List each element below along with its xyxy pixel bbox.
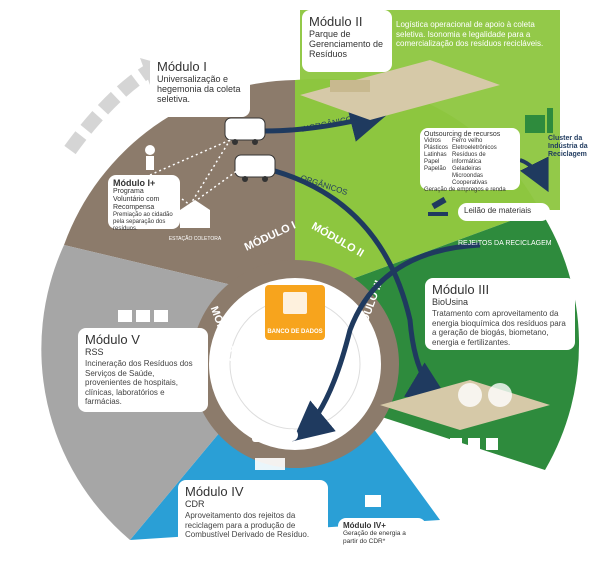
energy-list: Energia elétrica Energia térmica Adubo C… [435,455,515,487]
module-3-box: Módulo III BioUsina Tratamento com aprov… [425,278,575,350]
outsourcing-col-1: Vidros Plásticos Latinhas Papel Papelão [424,138,448,187]
outsourcing-item: Latinhas [424,152,447,158]
cdr-energy-plant-icon [365,495,381,507]
energy-item: Energia térmica [435,463,485,470]
cdr-truck-icon [252,428,298,442]
waste-park-icon [300,60,500,120]
module-4-title: Módulo IV [185,484,244,499]
energy-icons [432,438,498,450]
module-4-box: Módulo IV CDR Aproveitamento dos rejeito… [178,480,328,545]
module-5-box: Módulo V RSS Incineração dos Resíduos do… [78,328,208,412]
outsourcing-item: Resíduos de informática [452,152,486,165]
module-3-desc: Tratamento com aproveitamento da energia… [432,309,566,347]
biousina-plant-icon [380,380,550,430]
outsourcing-col-2: Ferro velho Eletroeletrônicos Resíduos d… [452,138,516,187]
gray-curved-arrow [64,64,154,155]
collection-station-icon [180,200,210,228]
person-recycling-icon [145,145,155,170]
module-1-box: Módulo I Universalização e hegemonia da … [150,55,250,117]
outsourcing-item: Papelão [424,166,447,172]
truck-inorganic-icon [224,117,266,145]
rejects-flow-arrow [292,242,481,442]
module-4plus-box: Módulo IV+ Geração de energia a partir d… [338,518,426,560]
module-1-title: Módulo I [157,59,207,74]
gavel-icon [428,196,448,216]
module-4-subtitle: CDR [185,499,205,509]
module-3-title: Módulo III [432,282,490,297]
outsourcing-item: Ferro velho [452,138,483,144]
cluster-flow-arrow [519,156,549,193]
module-3-subtitle: BioUsina [432,297,469,307]
cluster-label: Cluster da Indústria da Reciclagem [548,135,588,158]
module-2-title: Módulo II [309,14,363,29]
module-1plus-title: Módulo I+ [113,178,156,188]
module-5-desc: Incineração dos Resíduos dos Serviços de… [85,359,193,406]
module-4plus-title: Módulo IV+ [343,521,386,530]
module-4-desc: Aproveitamento dos rejeitos da reciclage… [185,511,310,539]
outsourcing-item: Cooperativas [452,180,488,186]
outsourcing-item: Geladeiras [452,166,482,172]
outsourcing-item: Papel [424,159,440,165]
organic-flow-arrow [249,162,449,401]
module-2-note: Logística operacional de apoio à coleta … [396,20,544,48]
rejects-label: REJEITOS DA RECICLAGEM [458,240,552,247]
module-1plus-box: Módulo I+ Programa Voluntário com Recomp… [108,175,180,232]
module-1plus-desc: Premiação ao cidadão pela separação dos … [113,212,173,232]
module-2-subtitle: Parque de Gerenciamento de Resíduos [309,29,384,59]
factory-cluster-icon [525,108,553,133]
outsourcing-item: Vidros [424,138,441,144]
database-icon [283,292,307,314]
outsourcing-item: Eletroeletrônicos [452,145,497,151]
energy-item: Energia elétrica [435,455,484,462]
outsourcing-box: Outsourcing de recursos Vidros Plásticos… [420,128,520,193]
database-label: BANCO DE DADOS [267,329,322,335]
outsourcing-footer: Geração de empregos e renda [424,187,506,193]
station-label: ESTAÇÃO COLETORA [169,235,222,242]
rss-icons [118,310,168,322]
cdr-factory-icon [255,458,285,470]
energy-item: Adubo [435,471,456,478]
outsourcing-item: Microondas [452,173,484,179]
leilao-label: Leilão de materiais [464,206,532,215]
leilao-box: Leilão de materiais [458,203,550,221]
truck-organic-icon [234,154,276,182]
outsourcing-item: Plásticos [424,145,449,151]
module-5-title: Módulo V [85,332,140,347]
energy-item: Combustível [435,479,474,486]
module-2-box: Módulo II Parque de Gerenciamento de Res… [302,10,392,72]
module-1-subtitle: Universalização e hegemonia da coleta se… [157,74,241,104]
outsourcing-title: Outsourcing de recursos [424,131,501,138]
module-5-subtitle: RSS [85,347,104,357]
module-1plus-subtitle: Programa Voluntário com Recompensa [113,188,160,211]
module-4plus-desc: Geração de energia a partir do CDR* [343,530,406,545]
ring-label-module-4: MÓDULO IV [258,380,321,393]
